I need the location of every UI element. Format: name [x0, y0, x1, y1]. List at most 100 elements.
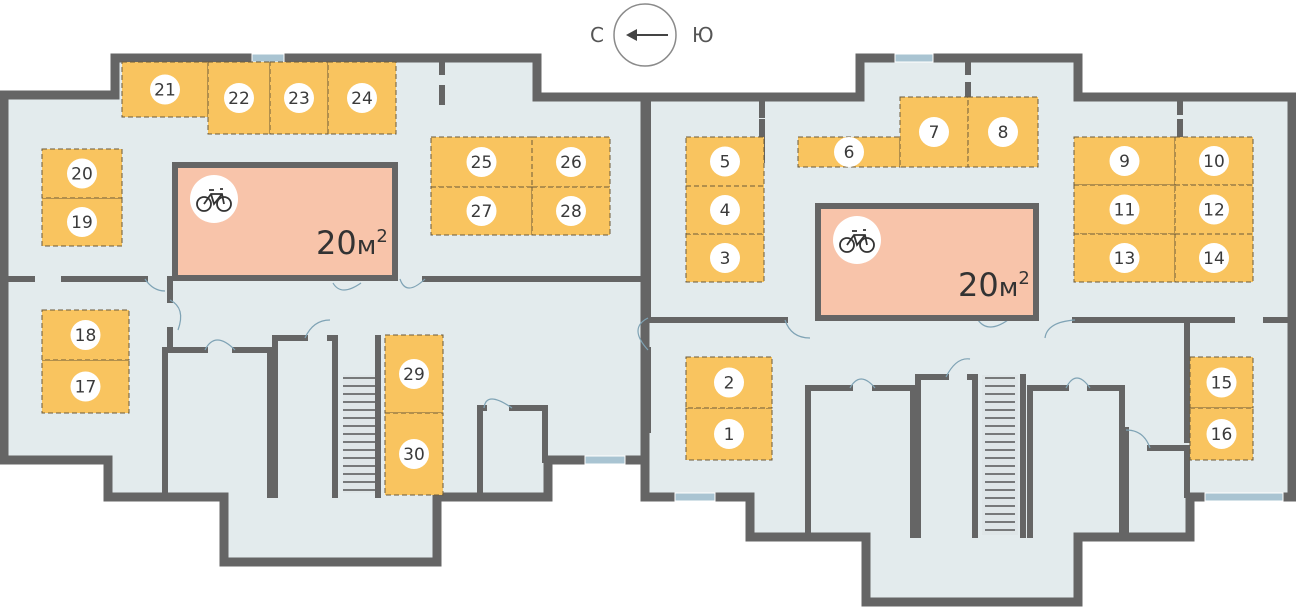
- storage-unit-label-bg: [988, 117, 1018, 147]
- storage-unit-number: 7: [929, 123, 940, 143]
- storage-unit-20[interactable]: 20: [41, 148, 123, 199]
- windows: [251, 53, 1284, 502]
- storage-unit-number: 20: [71, 165, 93, 185]
- storage-unit-13[interactable]: 13: [1073, 233, 1176, 283]
- storage-unit-label-bg: [714, 367, 744, 398]
- storage-unit-label-bg: [1199, 243, 1229, 273]
- window-3: [894, 53, 934, 63]
- storage-unit-number: 17: [75, 378, 97, 398]
- storage-unit-2[interactable]: 2: [685, 356, 773, 409]
- wall-right-lower-d: [967, 374, 978, 538]
- storage-unit-28[interactable]: 28: [531, 186, 611, 236]
- door-swing-6: [399, 278, 426, 289]
- storage-unit-label-bg: [1199, 194, 1229, 225]
- storage-unit-11[interactable]: 11: [1073, 184, 1176, 235]
- bike-room-right[interactable]: 20м2: [815, 203, 1039, 321]
- storage-unit-number: 24: [351, 89, 373, 109]
- storage-unit-label-bg: [1206, 367, 1237, 398]
- storage-unit-label-bg: [710, 243, 740, 273]
- window-1: [251, 53, 285, 63]
- arrow-left-icon: [626, 29, 668, 41]
- storage-unit-label-bg: [714, 419, 744, 449]
- storage-unit-14[interactable]: 14: [1174, 233, 1254, 283]
- storage-unit-10[interactable]: 10: [1174, 136, 1254, 186]
- storage-unit-19[interactable]: 19: [41, 197, 123, 247]
- storage-unit-number: 30: [403, 445, 425, 465]
- storage-unit-number: 3: [720, 249, 731, 269]
- storage-unit-label-bg: [70, 371, 101, 402]
- storage-unit-label-bg: [399, 359, 429, 389]
- storage-unit-number: 27: [471, 202, 493, 222]
- door-swing-15: [1125, 429, 1151, 449]
- storage-unit-label-bg: [1206, 419, 1237, 449]
- storage-unit-label-bg: [1109, 243, 1140, 273]
- storage-unit-22[interactable]: 22: [207, 61, 271, 135]
- storage-unit-number: 6: [844, 143, 855, 163]
- storage-unit-number: 13: [1114, 249, 1136, 269]
- storage-unit-label-bg: [347, 83, 377, 113]
- storage-unit-29[interactable]: 29: [384, 334, 444, 414]
- bike-room-left[interactable]: 20м2: [172, 162, 398, 281]
- storage-unit-18[interactable]: 18: [41, 309, 130, 361]
- storage-unit-number: 25: [471, 153, 493, 173]
- storage-unit-26[interactable]: 26: [531, 136, 611, 188]
- storage-unit-label-bg: [466, 196, 497, 226]
- storage-unit-label-bg: [1109, 146, 1140, 176]
- storage-unit-number: 21: [154, 81, 176, 101]
- storage-unit-number: 14: [1203, 249, 1225, 269]
- storage-unit-label-bg: [399, 439, 429, 469]
- storage-unit-label-bg: [556, 196, 586, 226]
- storage-unit-27[interactable]: 27: [430, 186, 533, 236]
- storage-unit-3[interactable]: 3: [685, 233, 765, 283]
- storage-unit-17[interactable]: 17: [41, 359, 130, 414]
- door-swing-8: [637, 317, 649, 351]
- storage-unit-number: 11: [1114, 201, 1136, 221]
- door-swing-4: [304, 319, 331, 339]
- storage-unit-label-bg: [919, 117, 949, 147]
- storage-unit-number: 4: [720, 201, 731, 221]
- storage-unit-12[interactable]: 12: [1174, 184, 1254, 235]
- storage-unit-16[interactable]: 16: [1189, 407, 1254, 461]
- storage-unit-9[interactable]: 9: [1073, 136, 1176, 186]
- storage-unit-label-bg: [284, 83, 314, 113]
- storage-unit-label-bg: [466, 147, 497, 177]
- storage-unit-1[interactable]: 1: [685, 407, 773, 461]
- door-swings: [144, 278, 1151, 449]
- storage-unit-4[interactable]: 4: [685, 185, 765, 235]
- wall-lower-room-c: [272, 335, 308, 498]
- wall-right-lower-b: [872, 385, 916, 538]
- storage-unit-23[interactable]: 23: [269, 61, 329, 135]
- wall-lower-room-a: [162, 347, 208, 498]
- storage-unit-6[interactable]: 6: [797, 136, 901, 168]
- storage-unit-21[interactable]: 21: [121, 61, 209, 118]
- wall-right-lower-g: [1087, 385, 1125, 538]
- staircases: [343, 375, 1018, 535]
- compass: С Ю: [590, 3, 714, 67]
- storage-unit-number: 1: [724, 425, 735, 445]
- storage-unit-25[interactable]: 25: [430, 136, 533, 188]
- stair-left-steps: [343, 377, 375, 491]
- wall-lower-room-b: [232, 347, 273, 498]
- storage-unit-24[interactable]: 24: [327, 61, 397, 135]
- door-swing-10: [977, 319, 1009, 328]
- storage-unit-30[interactable]: 30: [384, 412, 444, 496]
- door-swing-5: [332, 282, 362, 291]
- storage-unit-15[interactable]: 15: [1189, 356, 1254, 409]
- storage-unit-number: 18: [75, 326, 97, 346]
- storage-unit-5[interactable]: 5: [685, 136, 765, 187]
- storage-unit-number: 16: [1211, 425, 1233, 445]
- stair-right-steps: [985, 377, 1015, 531]
- storage-unit-7[interactable]: 7: [899, 96, 969, 168]
- storage-unit-label-bg: [67, 158, 97, 189]
- storage-unit-number: 5: [720, 153, 731, 173]
- storage-unit-number: 26: [560, 153, 582, 173]
- wall-right-lower-a: [805, 385, 853, 538]
- storage-unit-number: 2: [724, 374, 735, 394]
- storage-unit-number: 8: [998, 123, 1009, 143]
- storage-unit-label-bg: [1109, 194, 1140, 225]
- storage-unit-8[interactable]: 8: [967, 96, 1039, 168]
- storage-unit-number: 12: [1203, 201, 1225, 221]
- window-5: [1204, 492, 1284, 502]
- door-swing-7: [483, 398, 513, 409]
- window-4: [674, 492, 716, 502]
